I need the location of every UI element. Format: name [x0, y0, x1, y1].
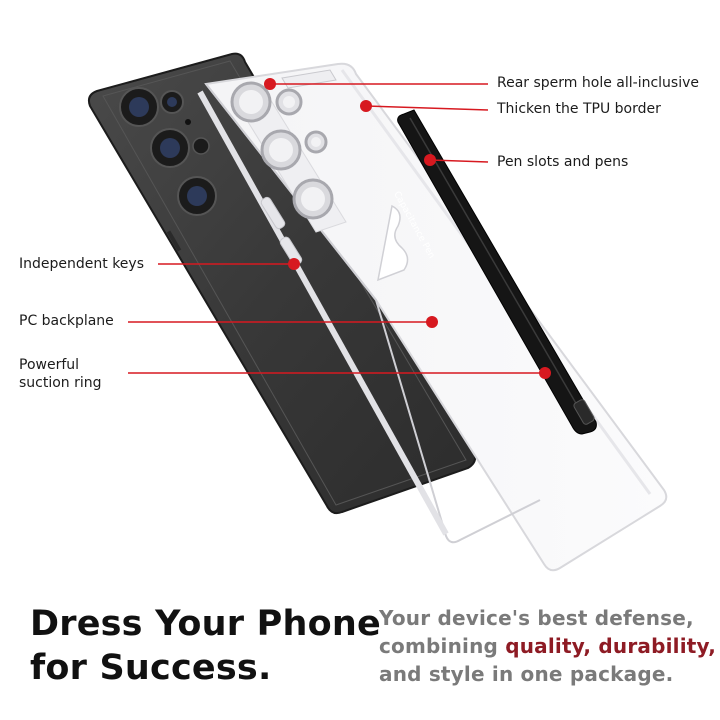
callout-suction-ring: Powerful suction ring — [19, 356, 102, 392]
callout-pen-slots: Pen slots and pens — [497, 154, 629, 170]
phone-case-illustration — [87, 52, 668, 572]
callout-lines — [128, 83, 545, 374]
phone-body — [87, 52, 477, 515]
callout-suction-line2: suction ring — [19, 375, 102, 391]
stylus-pen — [397, 109, 597, 435]
tagline-highlight: quality, durability, — [505, 634, 717, 658]
tagline-line1: Your device's best defense, — [379, 606, 694, 630]
tagline-line2: combining quality, durability, — [379, 632, 716, 660]
callout-pc-backplane: PC backplane — [19, 313, 114, 329]
callout-dots — [264, 78, 551, 379]
callout-rear-hole: Rear sperm hole all-inclusive — [497, 75, 699, 91]
headline-line2: for Success. — [30, 648, 272, 688]
callout-tpu-border: Thicken the TPU border — [497, 101, 661, 117]
headline: Dress Your Phone for Success. — [30, 602, 381, 690]
case-camera-rings — [230, 81, 334, 220]
tagline-line2-prefix: combining — [379, 634, 506, 658]
tagline-line3: and style in one package. — [379, 662, 674, 686]
phone-cameras — [119, 87, 217, 216]
headline-line1: Dress Your Phone — [30, 604, 381, 644]
callout-suction-line1: Powerful — [19, 357, 80, 373]
tagline: Your device's best defense, combining qu… — [379, 604, 716, 688]
callout-independent-keys: Independent keys — [19, 256, 144, 272]
